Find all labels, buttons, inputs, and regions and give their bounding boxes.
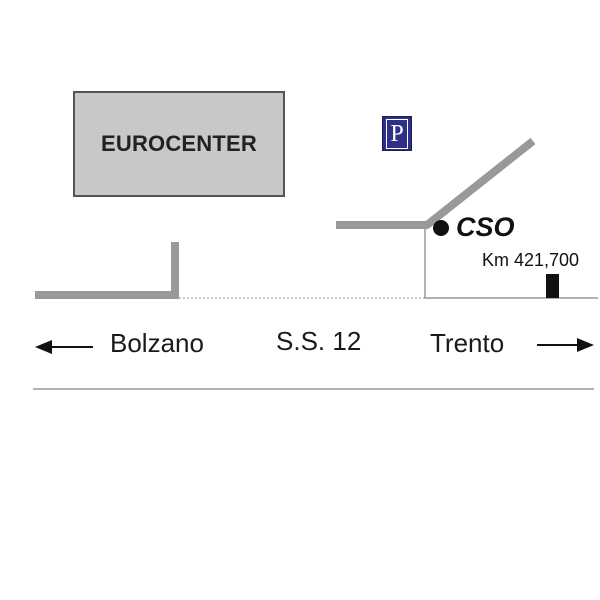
access-road-right — [336, 137, 536, 229]
direction-right-label: Trento — [430, 328, 505, 358]
arrow-left-icon — [35, 340, 93, 354]
eurocenter-building — [73, 91, 285, 197]
arrow-right-icon — [537, 338, 594, 352]
milestone-label: Km 421,700 — [482, 250, 580, 270]
direction-left-label: Bolzano — [110, 328, 204, 358]
cso-label: CSO — [456, 212, 515, 242]
road-name-label: S.S. 12 — [276, 326, 362, 356]
parking-letter: P — [386, 118, 408, 149]
parking-icon: P — [382, 116, 412, 151]
cso-location-dot — [433, 220, 449, 236]
building-label: EUROCENTER — [100, 131, 257, 156]
side-road-left — [35, 242, 179, 299]
milestone-marker — [546, 274, 559, 298]
